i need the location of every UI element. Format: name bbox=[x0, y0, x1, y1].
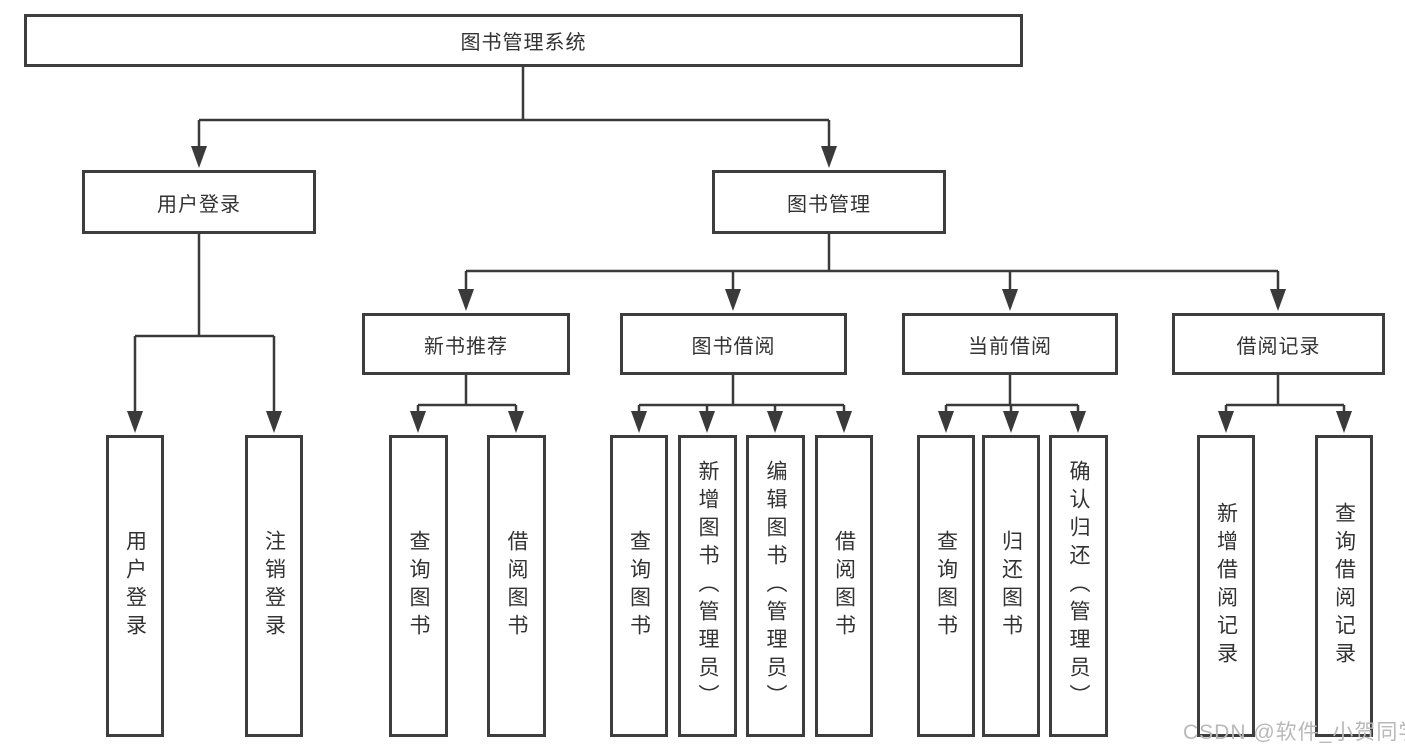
node-book-management: 图书管理 bbox=[712, 170, 946, 234]
leaf-borrow-books-recommend: 借阅图书 bbox=[487, 435, 546, 737]
node-current-borrow: 当前借阅 bbox=[902, 313, 1118, 375]
leaf-add-books-admin-label: 新增图书（管理员） bbox=[696, 460, 719, 712]
leaf-edit-books-admin-label: 编辑图书（管理员） bbox=[764, 460, 787, 712]
leaf-borrow-books-label: 借阅图书 bbox=[832, 530, 856, 642]
leaf-user-login: 用户登录 bbox=[106, 435, 164, 737]
node-new-book-recommend: 新书推荐 bbox=[362, 313, 570, 375]
node-root-label: 图书管理系统 bbox=[460, 32, 587, 54]
node-book-management-label: 图书管理 bbox=[787, 193, 871, 216]
leaf-edit-books-admin: 编辑图书（管理员） bbox=[746, 435, 805, 737]
node-user-login-label: 用户登录 bbox=[157, 193, 241, 216]
leaf-query-books-current-label: 查询图书 bbox=[934, 530, 958, 642]
leaf-confirm-return-admin-label: 确认归还（管理员） bbox=[1067, 460, 1090, 712]
leaf-query-books-borrow: 查询图书 bbox=[610, 435, 668, 737]
leaf-query-borrow-record-label: 查询借阅记录 bbox=[1332, 502, 1356, 670]
leaf-logout-label: 注销登录 bbox=[262, 530, 286, 642]
leaf-return-books-label: 归还图书 bbox=[999, 530, 1023, 642]
leaf-query-books-borrow-label: 查询图书 bbox=[627, 530, 651, 642]
leaf-borrow-books: 借阅图书 bbox=[815, 435, 873, 737]
leaf-query-books-current: 查询图书 bbox=[917, 435, 975, 737]
leaf-add-books-admin: 新增图书（管理员） bbox=[678, 435, 737, 737]
leaf-query-books-recommend-label: 查询图书 bbox=[407, 530, 430, 642]
node-borrow-records-label: 借阅记录 bbox=[1236, 335, 1321, 358]
leaf-return-books: 归还图书 bbox=[982, 435, 1040, 737]
leaf-logout: 注销登录 bbox=[245, 435, 303, 737]
watermark: CSDN @软件_小贺同学 bbox=[1183, 721, 1405, 744]
leaf-add-borrow-record: 新增借阅记录 bbox=[1197, 435, 1255, 737]
node-root: 图书管理系统 bbox=[24, 14, 1023, 67]
node-new-book-recommend-label: 新书推荐 bbox=[424, 335, 508, 358]
node-book-borrow: 图书借阅 bbox=[620, 313, 847, 375]
leaf-add-borrow-record-label: 新增借阅记录 bbox=[1214, 502, 1238, 670]
node-borrow-records: 借阅记录 bbox=[1172, 313, 1385, 375]
node-book-borrow-label: 图书借阅 bbox=[691, 335, 776, 358]
leaf-user-login-label: 用户登录 bbox=[123, 530, 147, 642]
leaf-query-borrow-record: 查询借阅记录 bbox=[1315, 435, 1373, 737]
leaf-confirm-return-admin: 确认归还（管理员） bbox=[1049, 435, 1108, 737]
leaf-borrow-books-recommend-label: 借阅图书 bbox=[505, 530, 528, 642]
node-current-borrow-label: 当前借阅 bbox=[968, 335, 1052, 358]
node-user-login: 用户登录 bbox=[82, 170, 316, 234]
arrowheads bbox=[127, 146, 1352, 433]
leaf-query-books-recommend: 查询图书 bbox=[389, 435, 448, 737]
